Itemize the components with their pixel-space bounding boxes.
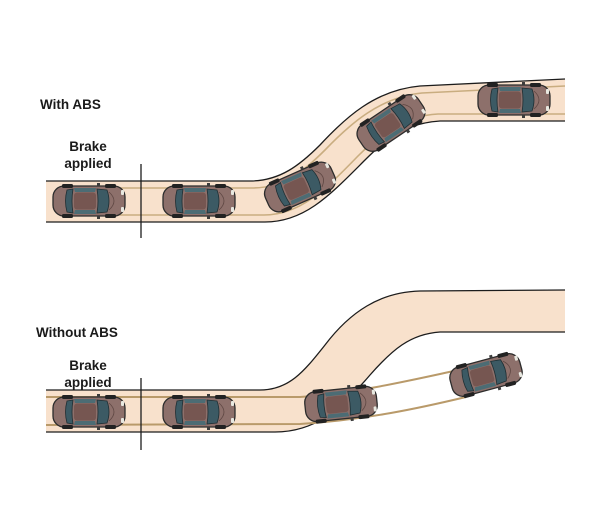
car-icon [52,182,126,220]
brake-applied-label-bottom: Brake applied [64,358,112,390]
car-icon [162,393,236,431]
car-icon [52,393,126,431]
car-icon [477,81,551,119]
brake-applied-label-top: Brake applied [64,139,112,171]
without-abs-title: Without ABS [36,325,118,340]
car-icon [162,182,236,220]
with-abs-title: With ABS [40,97,101,112]
car-icon [445,347,527,403]
